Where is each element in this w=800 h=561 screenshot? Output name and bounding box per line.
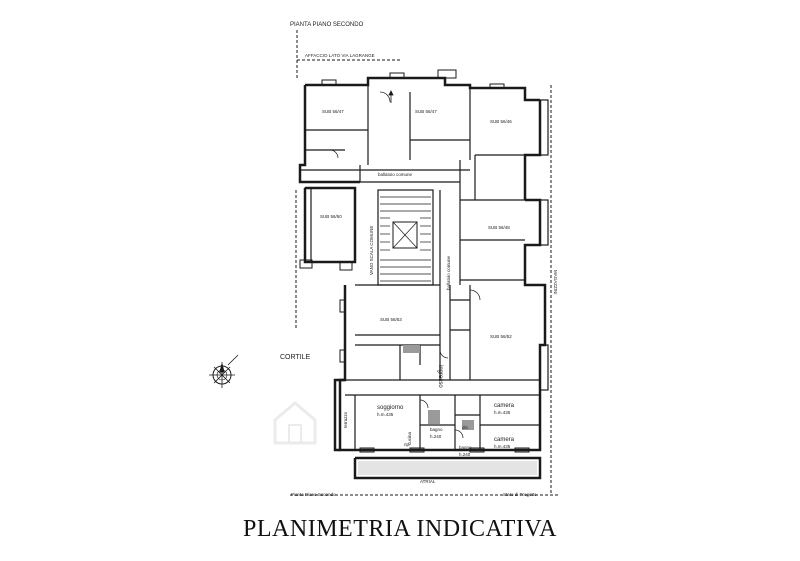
room-label-sub-f: SUB 56/53 <box>380 317 402 322</box>
room-height-camera-2: h.m.435 <box>494 444 511 449</box>
page-title: PLANIMETRIA INDICATIVA <box>243 516 557 542</box>
internal-walls <box>300 85 540 450</box>
room-label-bagno-2: bagno <box>459 445 472 450</box>
compass-rose-icon <box>209 354 239 388</box>
shaded-areas <box>403 345 474 430</box>
room-label-sub-e: SUB 56/48 <box>488 225 510 230</box>
room-label-camera-1: camera <box>494 403 515 409</box>
plan-header: PIANTA PIANO SECONDO <box>290 22 364 28</box>
room-label-camera-2: camera <box>494 437 515 443</box>
room-label-sub-c: SUB 56/46 <box>490 119 512 124</box>
room-height-camera-1: h.m.435 <box>494 410 511 415</box>
courtyard-label: CORTILE <box>280 354 311 361</box>
room-label-soggiorno: soggiorno <box>377 405 404 411</box>
terrace-fill <box>358 461 537 475</box>
footer-right-caption: Stato di Progetto <box>503 492 537 497</box>
bottom-note: ATRIAL <box>420 479 436 484</box>
footer-left-caption: Pianta Piano Secondo <box>291 492 336 497</box>
room-label-dis: dis. <box>462 425 470 430</box>
room-height-bagno-2: h.240 <box>459 452 471 457</box>
door-arcs <box>329 91 481 439</box>
room-label-rip: rip. <box>404 442 411 447</box>
window-marks <box>299 69 530 453</box>
right-side-label: MAGAZZINI <box>553 270 558 295</box>
entrance-label: ingresso <box>437 365 443 388</box>
stair-label: VANO SCALA COMUNE <box>369 225 374 275</box>
stair-treads <box>380 196 431 282</box>
north-arrow-icon <box>388 90 394 103</box>
corridor-label-top: ballatoio comune <box>378 172 413 177</box>
room-label-sub-d: SUB 56/50 <box>320 214 342 219</box>
street-note: AFFACCIO LATO VIA LAGRANGE <box>305 53 375 58</box>
outer-walls <box>298 76 547 480</box>
balconies <box>304 99 549 391</box>
room-height-bagno-1: h.240 <box>430 434 442 439</box>
room-label-sub-b: SUB 56/47 <box>415 109 437 114</box>
room-label-bagno-1: bagno <box>430 427 443 432</box>
room-label-sub-g: SUB 56/52 <box>490 334 512 339</box>
corridor-label-mid: ballatoio comune <box>446 255 451 290</box>
room-label-terrace: terrazzo <box>343 411 348 428</box>
house-watermark-icon <box>273 401 317 445</box>
room-label-sub-a: SUB 56/47 <box>322 109 344 114</box>
room-height-soggiorno: h.m.435 <box>377 412 394 417</box>
